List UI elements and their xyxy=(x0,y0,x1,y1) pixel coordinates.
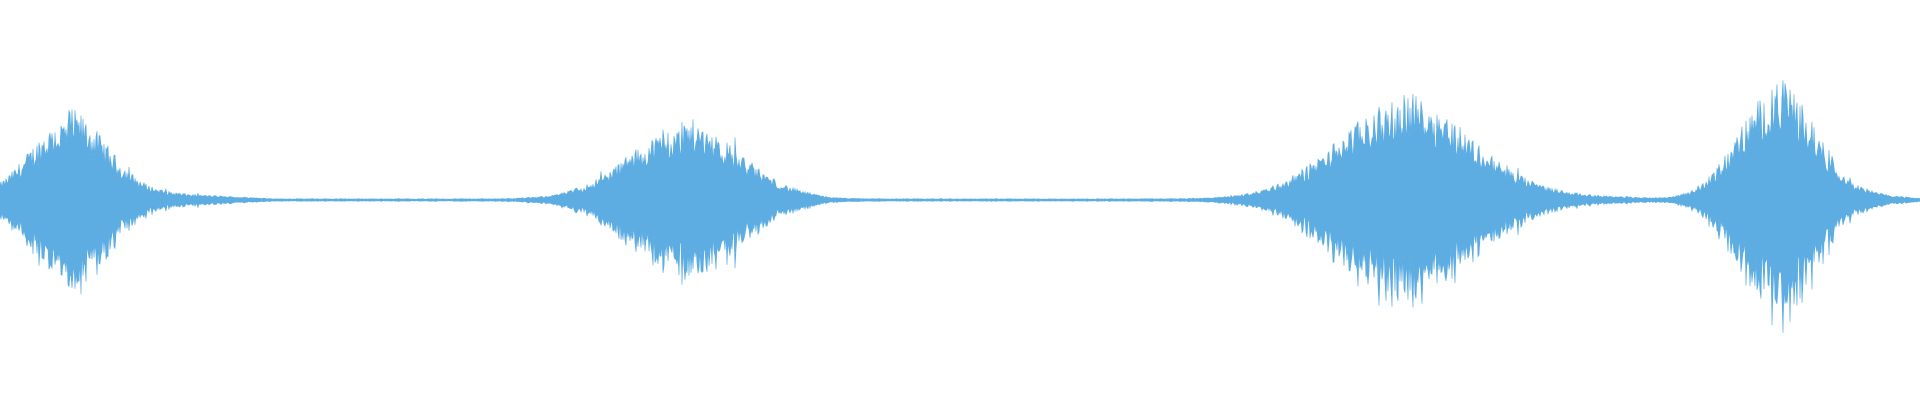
waveform-body xyxy=(0,80,1920,334)
